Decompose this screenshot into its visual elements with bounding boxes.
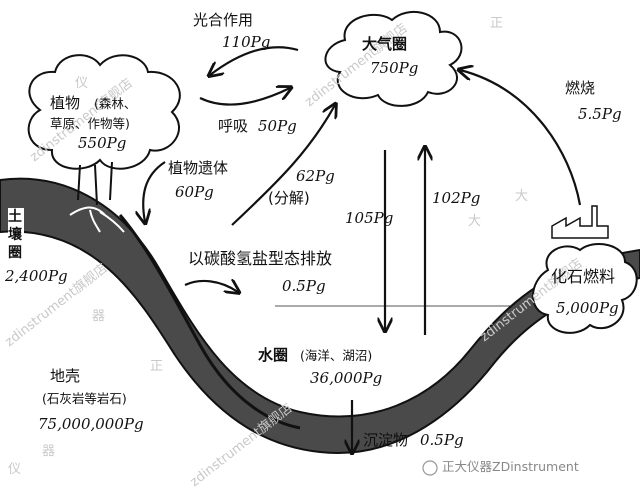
plant-remains-arrow: [143, 161, 166, 222]
soil-layer: [0, 177, 640, 454]
factory-icon: [551, 205, 609, 239]
soil-inner-line: [118, 214, 301, 430]
wechat-icon: [422, 460, 438, 476]
atmosphere-label: 大气圈: [362, 35, 408, 53]
plants-value: 550Pg: [78, 134, 127, 152]
soil-label: 土壤圈: [8, 208, 24, 262]
hydrosphere-value: 36,000Pg: [310, 369, 383, 387]
tree-trunks: [77, 161, 113, 206]
footer-watermark: 正大仪器ZDinstrument: [442, 459, 579, 474]
sediment-value: 0.5Pg: [420, 431, 464, 449]
plants-label: 植物: [50, 94, 81, 112]
photosynthesis-label: 光合作用: [193, 11, 254, 29]
combustion-value: 5.5Pg: [578, 105, 622, 123]
sediment-label: 沉淀物: [363, 431, 409, 449]
plant-remains-label: 植物遗体: [168, 159, 229, 177]
watermark-char: 器: [92, 309, 106, 324]
plant-remains-value: 60Pg: [175, 183, 214, 201]
ocean-uptake-value: 105Pg: [345, 209, 394, 227]
decomposition-arrow: [231, 105, 335, 226]
plants-detail-2: 草原、作物等): [50, 116, 130, 131]
watermark-char: 仪: [8, 462, 22, 477]
decomposition-value: 62Pg: [296, 167, 335, 185]
watermark-char: 器: [42, 444, 56, 459]
plant-canopy: [27, 54, 181, 170]
watermark-char: 正: [150, 359, 164, 374]
watermark-char: 大: [515, 189, 529, 204]
hydrosphere-detail: (海洋、湖沼): [300, 348, 373, 363]
respiration-arrow: [199, 88, 290, 106]
respiration-value: 50Pg: [258, 117, 297, 135]
respiration-label: 呼吸: [218, 117, 249, 135]
hydrosphere-label: 水圈: [258, 346, 289, 364]
bicarbonate-value: 0.5Pg: [282, 277, 326, 295]
tree-roots: [69, 206, 125, 233]
photosynthesis-arrow: [210, 46, 299, 75]
crust-label: 地壳: [50, 367, 81, 385]
crust-value: 75,000,000Pg: [38, 415, 144, 433]
bicarbonate-arrow: [184, 281, 238, 292]
fossil-fuels-label: 化石燃料: [551, 267, 616, 286]
combustion-arrow: [460, 70, 582, 206]
ocean-release-value: 102Pg: [432, 189, 481, 207]
crust-detail: (石灰岩等岩石): [42, 391, 127, 406]
combustion-label: 燃烧: [565, 79, 596, 97]
decomposition-label: (分解): [268, 189, 310, 207]
fossil-fuel-cloud: [532, 243, 638, 334]
soil-value: 2,400Pg: [5, 267, 68, 285]
watermark-char: 正: [490, 16, 504, 31]
bicarbonate-label: 以碳酸氢盐型态排放: [188, 249, 333, 268]
watermark-char: 大: [468, 214, 482, 229]
fossil-fuels-value: 5,000Pg: [556, 299, 619, 317]
watermark-char: 仪: [75, 76, 89, 91]
plants-detail-1: (森林、: [94, 96, 137, 111]
photosynthesis-value: 110Pg: [222, 33, 271, 51]
atmosphere-cloud: [324, 11, 463, 107]
atmosphere-value: 750Pg: [370, 59, 419, 77]
